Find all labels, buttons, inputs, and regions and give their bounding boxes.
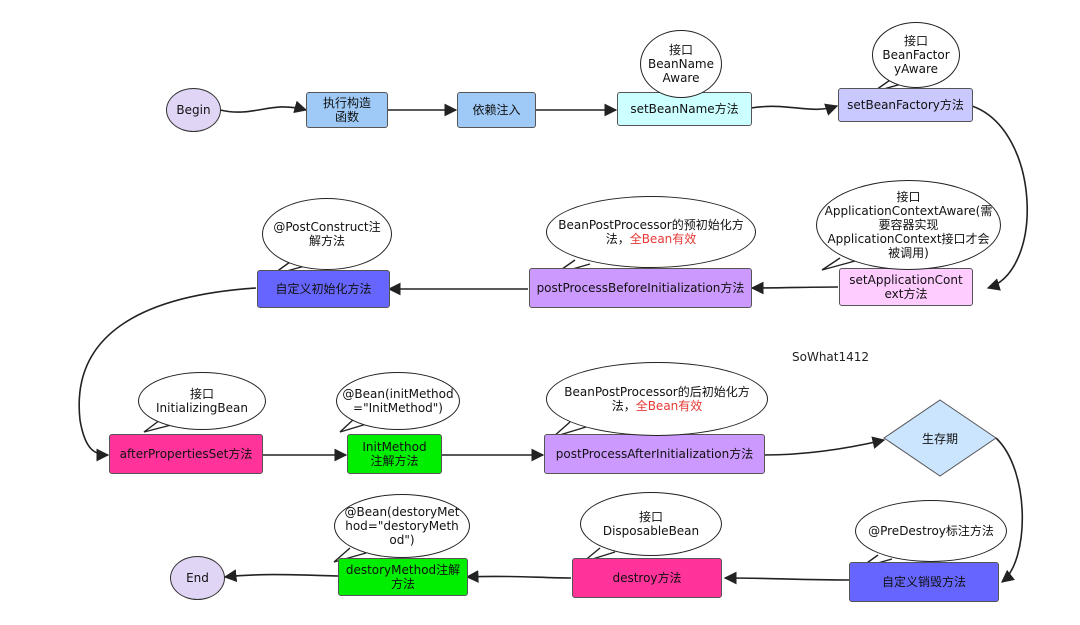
bubble-postafter: BeanPostProcessor的后初始化方 法，全Bean有效 [546,362,768,436]
node-postbefore: postProcessBeforeInitialization方法 [529,268,752,308]
node-inject: 依赖注入 [457,92,536,128]
bubble-postbefore: BeanPostProcessor的预初始化方 法，全Bean有效 [546,196,756,268]
edge-custominit-afterprops [78,287,257,462]
bubble-postconstruct: @PostConstruct注 解方法 [262,198,392,270]
postafter-text: BeanPostProcessor的后初始化方 法， [564,385,750,413]
node-destroy: destroy方法 [572,558,722,598]
node-afterprops: afterPropertiesSet方法 [109,434,263,474]
bubble-beannameaware: 接口 BeanName Aware [640,30,722,98]
bubble-initializingbean: 接口 InitializingBean [138,372,266,430]
node-begin: Begin [166,88,221,132]
node-destroymethod: destoryMethod注解 方法 [338,558,468,596]
edge-customdestroy-destroy [723,571,850,585]
bubble-predestroy: @PreDestroy标注方法 [855,500,1007,562]
edge-appcontext-postbefore [750,281,839,295]
edge-setbeanname-setbeanfactory [750,103,839,116]
watermark-text: SoWhat1412 [792,350,870,364]
edge-setbeanfactory-appcontext [971,105,1028,291]
node-setappcontext: setApplicationCont ext方法 [839,268,973,306]
node-initmethod: InitMethod 注解方法 [347,434,442,474]
node-setbeanfactory: setBeanFactory方法 [838,88,973,122]
bubble-beandestroymethod: @Bean(destoryMet hod="destoryMeth od") [334,494,470,558]
node-lifetime-label: 生存期 [921,431,958,446]
node-custominit: 自定义初始化方法 [257,270,390,308]
edge-begin-constructor [219,100,308,114]
bubble-appcontextaware: 接口 ApplicationContextAware(需 要容器实现 Appli… [816,180,1001,270]
bubble-beanfactoryaware: 接口 BeanFactor yAware [872,22,960,88]
edge-destroymethod-end [223,569,339,583]
node-end: End [170,556,225,600]
edge-postafter-lifetime [763,436,886,456]
tail-appcontextaware [821,257,856,271]
postafter-highlight: 全Bean有效 [635,399,703,413]
node-customdestroy: 自定义销毁方法 [849,562,999,602]
edge-lifetime-customdestroy [995,437,1024,583]
bubble-disposablebean: 接口DisposableBean [580,492,722,556]
node-constructor: 执行构造 函数 [306,92,388,128]
bubble-beaninitmethod: @Bean(initMethod ="InitMethod") [336,372,460,430]
lifetime-diamond [883,399,997,477]
edge-destroy-destroymethod [465,570,572,583]
node-postafter: postProcessAfterInitialization方法 [544,434,765,474]
postbefore-text: BeanPostProcessor的预初始化方 法， [558,218,744,246]
postbefore-highlight: 全Bean有效 [629,232,697,246]
